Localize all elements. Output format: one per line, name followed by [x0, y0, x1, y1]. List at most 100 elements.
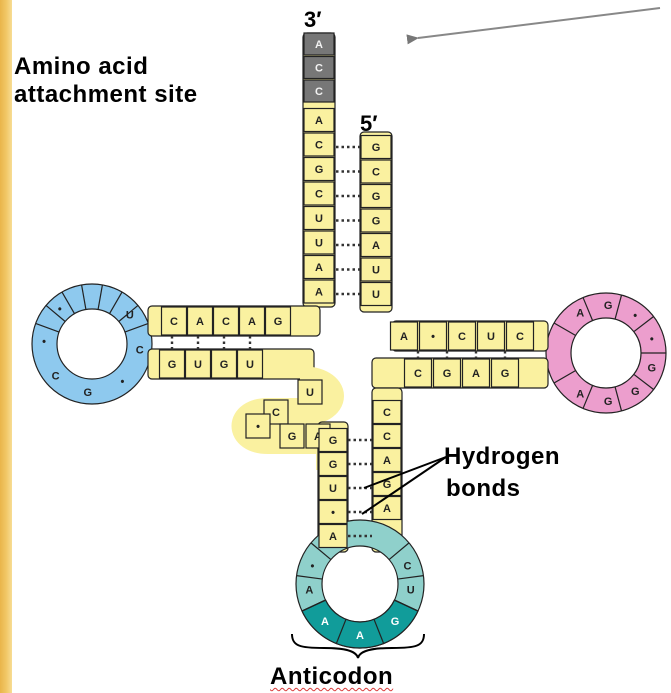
tpsi-base: G	[492, 359, 519, 387]
tpsi-loop-base: A	[576, 308, 584, 320]
svg-text:A: A	[315, 287, 323, 299]
svg-text:U: U	[194, 359, 202, 371]
svg-text:A: A	[472, 368, 480, 380]
variable-loop-base: U	[298, 380, 322, 404]
amino-acid-label: Amino acid	[14, 54, 148, 80]
tpsi-base: •	[420, 322, 447, 350]
acceptor-base: A	[304, 109, 334, 132]
acceptor-base: A	[304, 256, 334, 279]
anticodon-loop-base: •	[311, 561, 315, 573]
d-arm-base: U	[186, 350, 211, 378]
acceptor-base: G	[361, 209, 391, 232]
svg-text:U: U	[315, 238, 323, 250]
three-prime-label: 3′	[304, 8, 322, 32]
anticodon-stem-base: A	[373, 497, 401, 520]
svg-text:C: C	[516, 331, 524, 343]
d-loop-base: C	[52, 370, 60, 382]
tail-base: C	[304, 80, 334, 102]
anticodon-stem-base: •	[319, 501, 347, 524]
d-arm-base: G	[160, 350, 185, 378]
d-arm-base: C	[214, 307, 239, 335]
acceptor-base: U	[361, 283, 391, 306]
svg-text:A: A	[329, 531, 337, 543]
svg-text:C: C	[222, 316, 230, 328]
svg-text:A: A	[196, 316, 204, 328]
d-arm-base: C	[162, 307, 187, 335]
tpsi-loop-base: A	[576, 388, 584, 400]
anticodon-stem-base: A	[373, 449, 401, 472]
acceptor-base: G	[361, 136, 391, 159]
tpsi-base: C	[449, 322, 476, 350]
svg-text:A: A	[383, 455, 391, 467]
svg-text:C: C	[170, 316, 178, 328]
d-loop-base: G	[84, 387, 93, 399]
tpsi-loop-base: G	[604, 396, 613, 408]
hydrogen-label: Hydrogen	[444, 444, 560, 470]
svg-text:U: U	[306, 387, 314, 399]
tpsi-base: G	[434, 359, 461, 387]
svg-text:C: C	[315, 86, 323, 98]
five-prime-label: 5′	[360, 112, 378, 136]
anticodon-stem-base: U	[319, 477, 347, 500]
d-loop-base: •	[120, 376, 124, 388]
anticodon-loop-base: U	[407, 585, 415, 597]
svg-text:A: A	[372, 240, 380, 252]
svg-text:A: A	[248, 316, 256, 328]
svg-text:C: C	[414, 368, 422, 380]
backbone-group	[32, 33, 666, 648]
tpsi-base: A	[391, 322, 418, 350]
svg-text:A: A	[315, 39, 323, 51]
acceptor-base: U	[361, 258, 391, 281]
svg-text:U: U	[487, 331, 495, 343]
svg-text:U: U	[329, 483, 337, 495]
svg-text:C: C	[272, 407, 280, 419]
anticodon-stem-base: A	[319, 525, 347, 548]
tpsi-base: C	[507, 322, 534, 350]
svg-text:A: A	[400, 331, 408, 343]
acceptor-base: C	[304, 182, 334, 205]
svg-text:G: G	[329, 459, 338, 471]
variable-loop-base: G	[280, 424, 304, 448]
svg-text:U: U	[246, 359, 254, 371]
d-loop-base: •	[58, 303, 62, 315]
acceptor-base: G	[361, 185, 391, 208]
svg-text:G: G	[168, 359, 177, 371]
d-loop-base: U	[126, 310, 134, 322]
acceptor-base: A	[304, 280, 334, 303]
anticodon-base: A	[321, 616, 329, 628]
svg-text:C: C	[315, 189, 323, 201]
anticodon-loop-base: C	[404, 561, 412, 573]
pointer-arrow	[418, 8, 660, 38]
svg-text:A: A	[383, 503, 391, 515]
d-loop-base: C	[136, 344, 144, 356]
acceptor-base: U	[304, 231, 334, 254]
d-arm-base: G	[266, 307, 291, 335]
anticodon-stem-base: G	[319, 429, 347, 452]
svg-text:•: •	[331, 507, 335, 519]
d-arm-base: A	[188, 307, 213, 335]
svg-text:U: U	[315, 213, 323, 225]
svg-text:•: •	[431, 331, 435, 343]
acceptor-base: C	[304, 133, 334, 156]
svg-text:C: C	[383, 407, 391, 419]
anticodon-stem-base: G	[319, 453, 347, 476]
svg-text:G: G	[220, 359, 229, 371]
svg-text:C: C	[383, 431, 391, 443]
tpsi-base: A	[463, 359, 490, 387]
d-arm-base: G	[212, 350, 237, 378]
tpsi-base: U	[478, 322, 505, 350]
d-arm-base: A	[240, 307, 265, 335]
svg-text:A: A	[315, 262, 323, 274]
anticodon-stem-base: C	[373, 401, 401, 424]
variable-loop-base: •	[246, 414, 270, 438]
acceptor-base: G	[304, 158, 334, 181]
tpsi-loop-base: •	[650, 334, 654, 346]
svg-text:U: U	[372, 289, 380, 301]
svg-text:U: U	[372, 265, 380, 277]
svg-text:G: G	[372, 142, 381, 154]
svg-text:G: G	[501, 368, 510, 380]
acceptor-base: U	[304, 207, 334, 230]
anticodon-label: Anticodon	[270, 664, 393, 690]
tpsi-loop-base: G	[647, 362, 656, 374]
anticodon-loop-base: A	[305, 585, 313, 597]
